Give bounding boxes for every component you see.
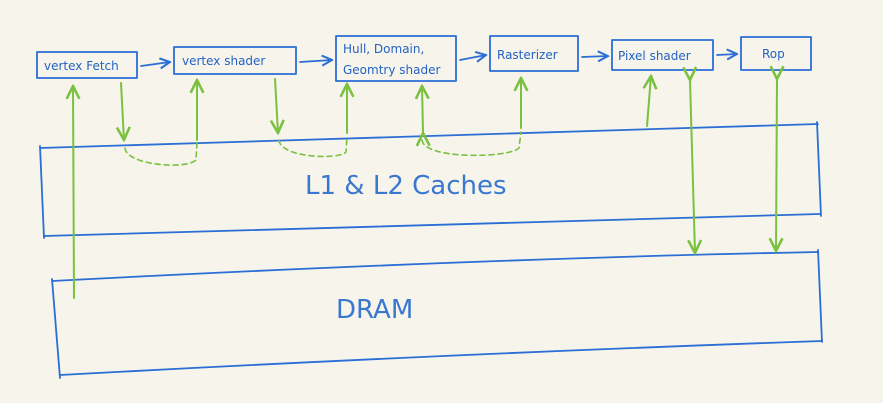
arrow-vertex-shader-to-cache	[275, 78, 278, 133]
cache-reuse-loops	[124, 131, 522, 166]
arrow-vertex-fetch-to-cache	[121, 82, 124, 140]
stage-hull-domain-geometry-shader-box	[335, 35, 457, 82]
arrow-cache-to-pixel-shader	[647, 76, 651, 127]
memory-access-arrows	[73, 76, 777, 299]
stage-vertex-shader-label: vertex shader	[182, 54, 265, 68]
stage-pixel-shader-box	[611, 39, 714, 71]
caches-label: L1 & L2 Caches	[305, 171, 507, 201]
loop-geometry-shader-to-rasterizer	[421, 131, 522, 157]
stage-hull-domain-label: Hull, Domain,	[343, 42, 424, 56]
arrow-hull-domain-geometry-to-rasterizer	[459, 55, 486, 60]
stage-vertex-fetch: vertex Fetch	[36, 51, 138, 79]
arrow-dram-to-vertex-fetch	[73, 86, 74, 299]
arrow-vertex-fetch-to-vertex-shader	[140, 62, 170, 66]
pipeline-flow-arrows	[140, 54, 737, 66]
dram-band: DRAM	[51, 249, 823, 379]
dram-label: DRAM	[336, 295, 413, 325]
stage-pixel-shader: Pixel shader	[611, 39, 714, 71]
loop-vertex-fetch-to-vertex-shader	[124, 141, 198, 166]
stage-rasterizer-label: Rasterizer	[497, 48, 558, 62]
arrow-pixel-shader-to-rop	[716, 54, 737, 55]
dram-band-bottom-edge	[59, 340, 823, 376]
stage-rop: Rop	[740, 36, 812, 71]
caches-band: L1 & L2 Caches	[39, 121, 822, 239]
dram-band-left-edge	[51, 278, 61, 379]
arrow-pixel-shader-dram-bidirectional	[690, 80, 695, 253]
stage-vertex-shader-box	[173, 46, 297, 75]
stage-rasterizer-box	[489, 35, 579, 72]
stage-hull-domain-geometry-shader: Hull, Domain, Geomtry shader	[335, 35, 457, 82]
stage-vertex-shader: vertex shader	[173, 46, 297, 75]
dram-band-right-edge	[817, 249, 823, 343]
stage-vertex-fetch-box	[36, 51, 138, 79]
stage-rop-label: Rop	[762, 47, 785, 61]
arrow-geometry-shader-cache-bidirectional	[422, 86, 423, 133]
stage-vertex-fetch-label: vertex Fetch	[44, 59, 119, 73]
caches-band-left-edge	[39, 145, 45, 239]
stage-rasterizer: Rasterizer	[489, 35, 579, 72]
arrow-vertex-shader-to-hull-domain-geometry	[299, 60, 332, 62]
caches-band-right-edge	[816, 121, 822, 217]
caches-band-bottom-edge	[43, 213, 821, 237]
arrow-rasterizer-to-pixel-shader	[581, 56, 608, 57]
stage-pixel-shader-label: Pixel shader	[618, 49, 691, 63]
caches-band-top-edge	[39, 123, 819, 149]
dram-band-top-edge	[51, 251, 819, 282]
loop-vertex-shader-to-geometry-shader	[278, 135, 348, 158]
arrow-rop-dram-bidirectional	[776, 79, 777, 251]
stage-geometry-shader-label: Geomtry shader	[343, 63, 440, 77]
